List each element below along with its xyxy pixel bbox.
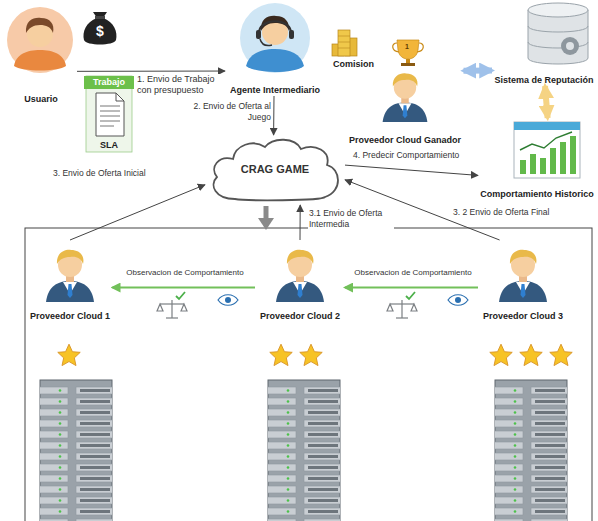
trophy-number: 1: [405, 43, 409, 51]
connector-arrow: [113, 287, 256, 289]
connector-arrow: [70, 185, 205, 240]
money-bag-icon: [84, 12, 117, 45]
user-node: Usuario: [5, 3, 77, 105]
database-node: Sistema de Reputación: [492, 0, 596, 86]
node-label: Proveedor Cloud 1: [30, 311, 110, 322]
thick-arrow: [258, 206, 274, 230]
provider-node: Proveedor Cloud 3: [478, 240, 568, 322]
edge-label: Observacion de Comportamiento: [349, 268, 477, 278]
node-label: Proveedor Cloud Ganador: [349, 135, 461, 146]
node-label: Proveedor Cloud 2: [260, 311, 340, 322]
edge-label: Observacion de Comportamiento: [117, 268, 253, 278]
provider-node: Proveedor Cloud 1: [28, 240, 113, 322]
coins-icon: [332, 30, 357, 56]
document-node: TrabajoSLA: [84, 76, 134, 152]
edge-label: 3. Envio de Oferta Inicial: [52, 168, 204, 179]
edge-label: 1. Envio de Trabajo con presupuesto: [136, 74, 230, 97]
edge-label: 2. Envio de Oferta al Juego: [178, 101, 272, 122]
winner-provider-icon: [383, 73, 428, 122]
node-label: CRAG GAME: [241, 163, 309, 176]
database-icon: [528, 3, 588, 64]
node-label: Comportamiento Historico: [480, 189, 594, 200]
trophy-icon: [393, 40, 424, 66]
connector-arrow: [545, 86, 548, 118]
commission-label: Comision: [333, 60, 374, 70]
provider-group-box: [25, 228, 592, 521]
star-rating: [58, 344, 572, 365]
node-label: Proveedor Cloud 3: [483, 311, 563, 322]
server-rack: [40, 380, 567, 521]
provider-icon: [276, 250, 324, 302]
money-symbol: $: [96, 24, 104, 39]
eye-icon: [218, 295, 468, 306]
connector-arrow: [345, 287, 478, 289]
provider-icon: [46, 250, 94, 302]
chart-node: Comportamiento Historico: [478, 118, 596, 200]
connector-arrow: [464, 68, 493, 74]
edge-label: 3. 2 Envio de Oferta Final: [452, 207, 589, 218]
node-label: Agente Intermediario: [230, 85, 320, 96]
edge-label: 4. Predecir Comportamiento: [352, 150, 489, 161]
winner-node: Proveedor Cloud Ganador: [347, 40, 464, 146]
agent-icon: [240, 3, 310, 73]
cloud-node: CRAG GAME: [205, 135, 345, 205]
node-label: Trabajo: [84, 76, 134, 89]
edge-label: 3.1 Envio de Oferta Intermedia: [308, 208, 394, 229]
provider-node: Proveedor Cloud 2: [255, 240, 345, 322]
connector-arrow: [273, 96, 274, 135]
node-label: SLA: [100, 140, 118, 151]
node-label: Usuario: [24, 94, 58, 105]
chart-icon: [514, 122, 580, 178]
node-label: Sistema de Reputación: [494, 75, 593, 86]
provider-icon: [499, 250, 547, 302]
connector-arrow: [77, 71, 225, 72]
connector-arrow: [300, 205, 301, 240]
connector-arrow: [345, 165, 478, 175]
user-icon: [7, 7, 73, 73]
agent-node: Agente Intermediario: [225, 0, 325, 96]
